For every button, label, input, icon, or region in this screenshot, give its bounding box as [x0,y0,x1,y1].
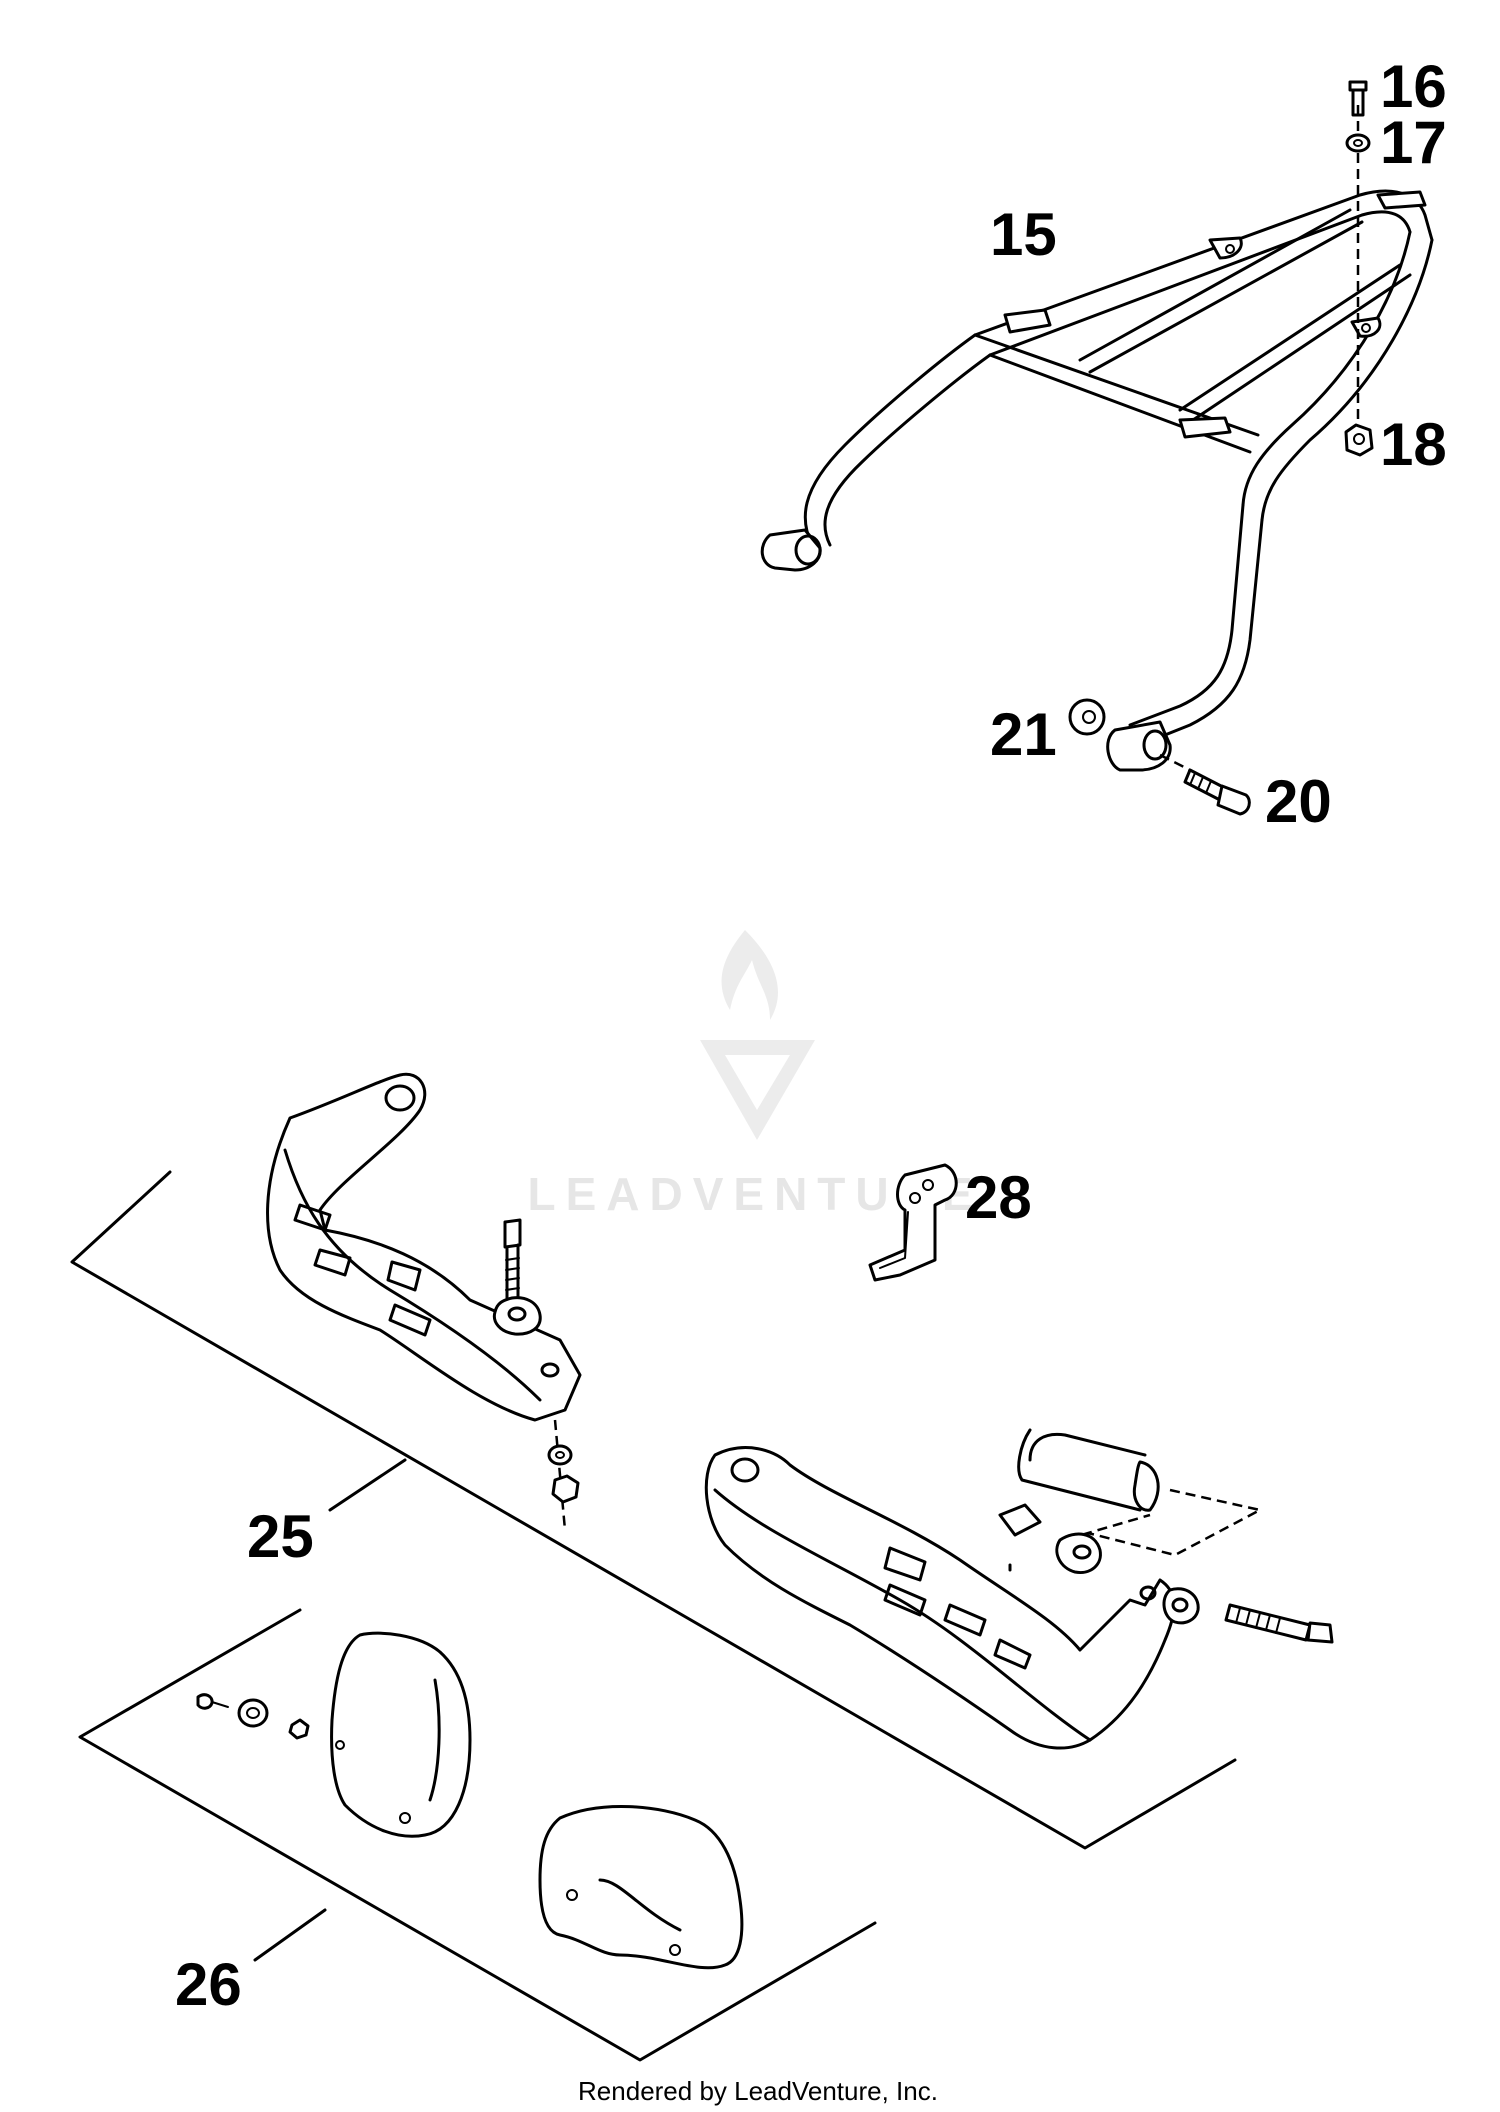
spoilers [196,1631,744,1970]
watermark-v-icon [700,1040,815,1140]
rear-rack [760,189,1434,772]
callout-17: 17 [1380,109,1447,176]
callout-20: 20 [1265,768,1332,835]
callout-16: 16 [1380,53,1447,120]
left-handguard [266,1072,582,1531]
rack-mount-hardware [1068,698,1251,816]
callout-25: 25 [247,1503,314,1570]
footer-credit: Rendered by LeadVenture, Inc. [578,2076,938,2106]
watermark-flame-icon [721,930,778,1020]
rack-hardware [1344,80,1374,457]
callout-18: 18 [1380,411,1447,478]
callout-28: 28 [965,1164,1032,1231]
callout-26: 26 [175,1951,242,2018]
handguard-kit-box [70,1170,1237,1850]
spoiler-kit-box [78,1608,877,2062]
leader-lines [253,1458,407,1962]
callout-21: 21 [990,701,1057,768]
right-handguard [704,1428,1334,1750]
bracket-28 [868,1163,958,1282]
callout-15: 15 [990,201,1057,268]
